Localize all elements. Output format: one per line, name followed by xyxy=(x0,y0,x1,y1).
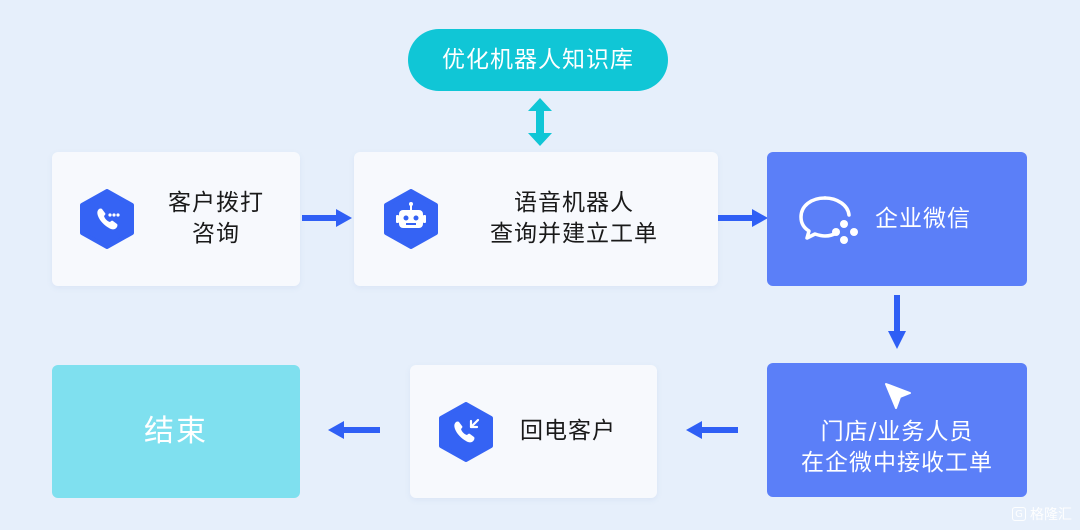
watermark-text: 格隆汇 xyxy=(1030,507,1072,523)
customer-call-line2: 咨询 xyxy=(192,221,240,247)
voice-robot-node: 语音机器人 查询并建立工单 xyxy=(354,152,718,286)
watermark-logo-icon: G xyxy=(1012,507,1026,521)
wecom-label: 企业微信 xyxy=(875,206,971,232)
voice-robot-label: 语音机器人 查询并建立工单 xyxy=(464,188,684,250)
arrow-left-2 xyxy=(328,421,380,439)
arrow-right-1 xyxy=(302,209,352,227)
arrow-down xyxy=(888,295,906,349)
customer-call-line1: 客户拨打 xyxy=(168,190,264,216)
customer-call-node: 客户拨打 咨询 xyxy=(52,152,300,286)
end-label: 结束 xyxy=(144,414,208,449)
customer-call-label: 客户拨打 咨询 xyxy=(148,188,284,250)
arrow-left-1 xyxy=(686,421,738,439)
store-staff-label: 门店/业务人员 在企微中接收工单 xyxy=(767,417,1027,479)
callback-label: 回电客户 xyxy=(520,418,616,444)
store-staff-line2: 在企微中接收工单 xyxy=(801,450,993,476)
store-staff-line1: 门店/业务人员 xyxy=(820,419,974,445)
arrow-right-2 xyxy=(718,209,768,227)
phone-icon xyxy=(80,189,134,249)
optimize-knowledge-base-label: 优化机器人知识库 xyxy=(442,46,634,73)
wecom-logo-icon xyxy=(799,196,858,244)
robot-icon xyxy=(384,189,438,249)
watermark: G 格隆汇 xyxy=(1012,504,1072,524)
cursor-arrow-icon xyxy=(885,383,911,409)
voice-robot-line2: 查询并建立工单 xyxy=(490,221,658,247)
phone-callback-icon xyxy=(439,402,493,462)
store-staff-node: 门店/业务人员 在企微中接收工单 xyxy=(767,363,1027,497)
optimize-knowledge-base-node: 优化机器人知识库 xyxy=(408,29,668,91)
end-node: 结束 xyxy=(52,365,300,498)
bidirectional-arrow xyxy=(528,98,552,146)
callback-node: 回电客户 xyxy=(410,365,657,498)
wecom-node: 企业微信 xyxy=(767,152,1027,286)
voice-robot-line1: 语音机器人 xyxy=(514,190,634,216)
